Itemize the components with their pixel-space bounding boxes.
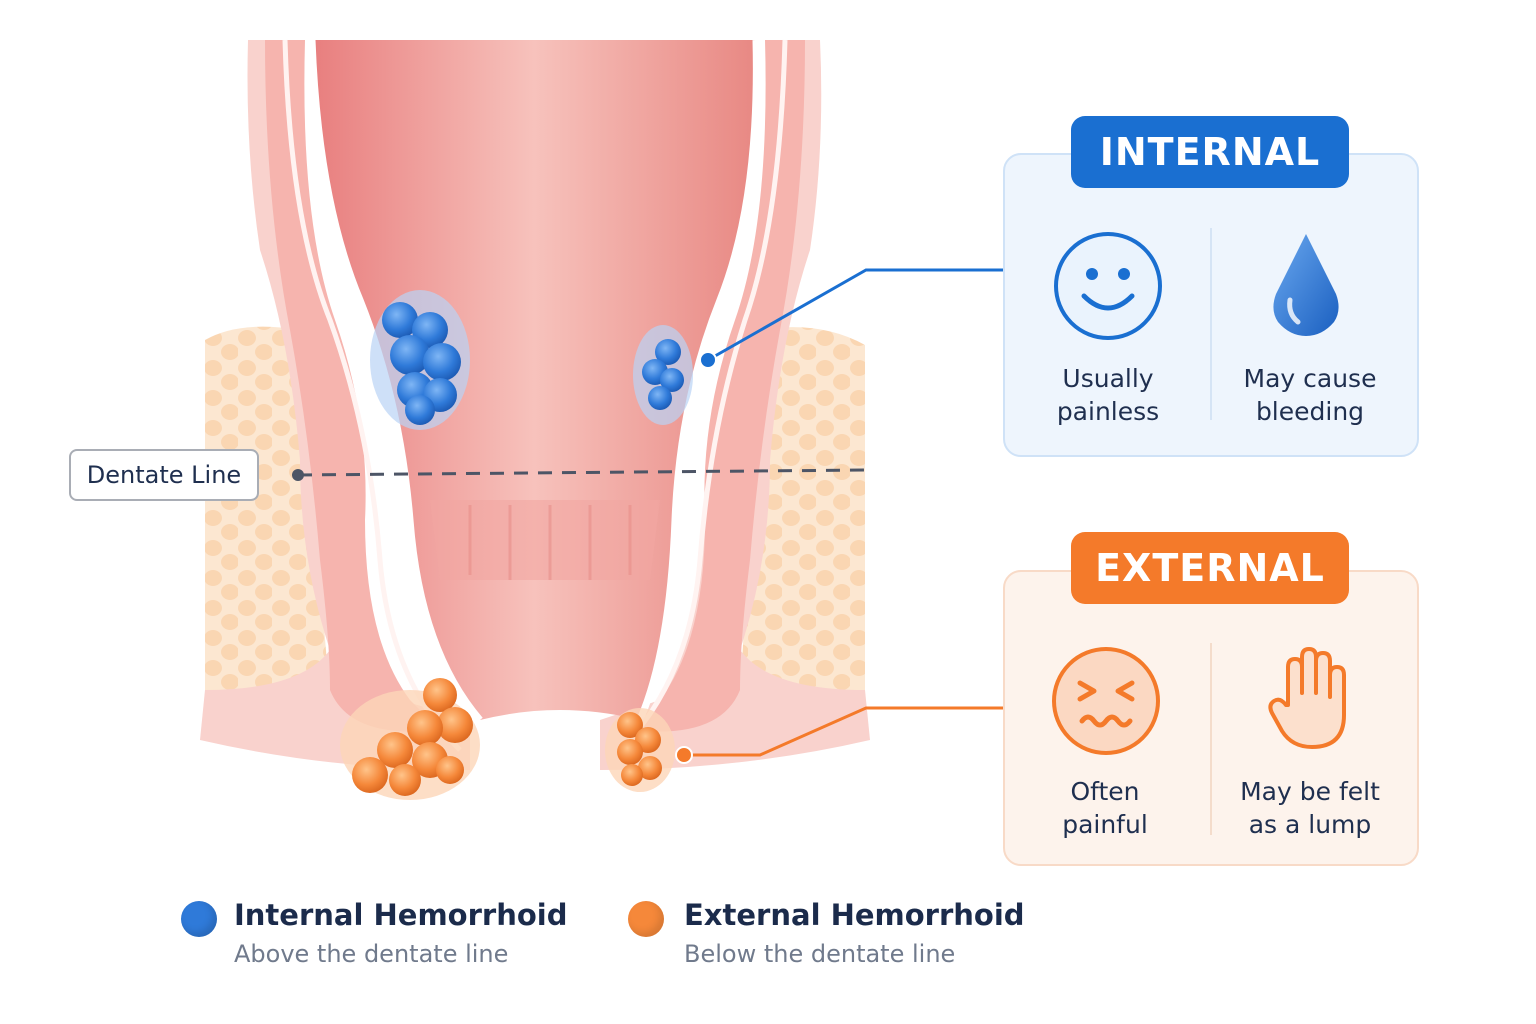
pained-face-icon: [1052, 647, 1160, 755]
internal-hemorrhoid-left: [370, 290, 470, 430]
internal-divider: [1210, 228, 1212, 420]
internal-callout-dot: [699, 351, 717, 369]
water-drop-icon: [1273, 234, 1339, 336]
internal-callout-line: [707, 268, 1005, 362]
smiley-face-icon: [1054, 232, 1162, 340]
external-callout-dot: [675, 746, 693, 764]
external-callout-line: [684, 706, 1005, 757]
dentate-line-label: Dentate Line: [69, 449, 259, 501]
external-feature-lump: May be felt as a lump: [1240, 777, 1380, 839]
internal-legend-title: Internal Hemorrhoid: [234, 898, 568, 932]
external-legend-subtitle: Below the dentate line: [684, 940, 956, 968]
external-legend-dot: [628, 901, 664, 937]
internal-badge: INTERNAL: [1071, 116, 1349, 188]
right-lining-2: [618, 39, 788, 752]
anal-column-ridges: [468, 505, 632, 580]
external-hemorrhoid-right: [605, 708, 675, 792]
external-hemorrhoid-left: [340, 678, 480, 800]
internal-legend-dot: [181, 901, 217, 937]
external-badge: EXTERNAL: [1071, 532, 1349, 604]
right-muscle: [630, 40, 805, 732]
external-legend-title: External Hemorrhoid: [684, 898, 1025, 932]
internal-feature-painless: Usually painless: [1056, 364, 1160, 426]
right-lining: [636, 39, 760, 722]
dentate-line-dot: [292, 469, 304, 481]
anal-columns: [430, 500, 660, 580]
internal-feature-bleeding: May cause bleeding: [1243, 364, 1377, 426]
external-feature-painful: Often painful: [1062, 777, 1148, 839]
internal-hemorrhoid-right: [633, 325, 693, 425]
left-lining-2: [282, 39, 462, 752]
external-divider: [1210, 643, 1212, 835]
hand-icon: [1268, 647, 1346, 749]
internal-legend-subtitle: Above the dentate line: [234, 940, 509, 968]
